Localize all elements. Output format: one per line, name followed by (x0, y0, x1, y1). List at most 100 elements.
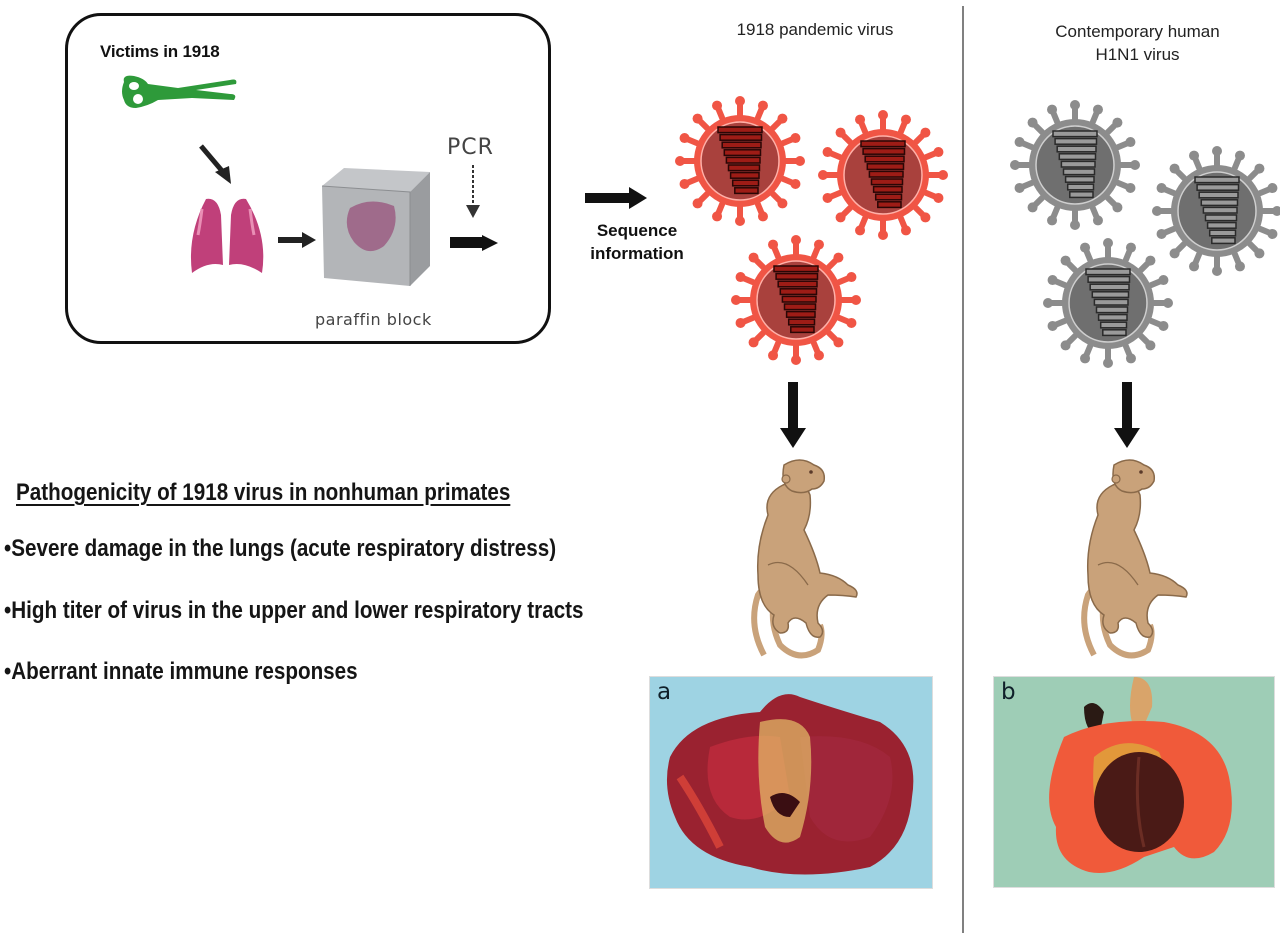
right-arrow-icon (278, 232, 316, 248)
lung-specimen-a-image (666, 694, 914, 875)
virus-spike-tip (1145, 255, 1156, 266)
contemporary-virus-icon (1043, 238, 1173, 368)
virus-rna-segment (719, 133, 763, 141)
virus-rna-segment (1085, 268, 1131, 276)
virus-spike-tip (822, 147, 833, 158)
virus-rna-segment (1204, 214, 1238, 222)
pandemic-virus-icon (675, 96, 805, 226)
down-arrow-icon (780, 382, 806, 448)
virus-spike-tip (1125, 182, 1136, 193)
virus-spike-tip (1212, 146, 1222, 156)
victim-figure-icon (122, 75, 237, 108)
virus-spike-tip (822, 192, 833, 203)
virus-spike-tip (1234, 150, 1245, 161)
monkey-body (756, 481, 858, 638)
virus-spike-tip (1158, 275, 1169, 286)
virus-rna-segment (1095, 306, 1129, 314)
pandemic-virus-icon (731, 235, 861, 365)
virus-spike-tip (835, 212, 846, 223)
virus-rna-segment (866, 163, 905, 171)
virus-spike-tip (1070, 220, 1080, 230)
virus-spike-tip (1234, 261, 1245, 272)
virus-rna-segment (1093, 298, 1129, 306)
virus-spike-tip (1169, 248, 1180, 259)
virus-spike-tip (818, 170, 828, 180)
virus-rna-segment (785, 310, 816, 318)
virus-rna-segment (1198, 191, 1239, 199)
monkey-icon (1081, 459, 1188, 659)
virus-spike-tip (1152, 206, 1162, 216)
virus-spike-tip (878, 110, 888, 120)
photo-lungs-h1n1: b (993, 676, 1275, 888)
photo-label-b: b (1001, 679, 1016, 705)
virus-rna-segment (1200, 199, 1239, 207)
virus-spike-tip (1272, 206, 1280, 216)
virus-spike-tip (1080, 242, 1091, 253)
virus-rna-segment (862, 147, 906, 155)
virus-spike-tip (1254, 163, 1265, 174)
virus-spike-tip (833, 252, 844, 263)
virus-rna-segment (1099, 321, 1128, 329)
virus-rna-segment (1066, 183, 1095, 191)
virus-spike-tip (790, 178, 801, 189)
virus-spike-tip (757, 211, 768, 222)
virus-spike-tip (1027, 202, 1038, 213)
finding-bullet: •High titer of virus in the upper and lo… (4, 597, 584, 624)
virus-spike-tip (1156, 183, 1167, 194)
virus-spike-tip (1010, 160, 1020, 170)
sequence-information-label: Sequence information (582, 219, 692, 265)
virus-rna-segment (1102, 329, 1127, 337)
sequence-label-line2: information (590, 244, 684, 263)
contemporary-virus-title: Contemporary human H1N1 virus (1000, 20, 1275, 66)
virus-rna-segment (860, 140, 906, 148)
virus-spike-tip (1047, 215, 1058, 226)
sequence-arrow-icon (585, 187, 647, 209)
virus-rna-segment (734, 187, 759, 195)
virus-spike-tip (851, 295, 861, 305)
virus-spike-tip (1169, 163, 1180, 174)
finding-bullet: •Aberrant innate immune responses (4, 658, 358, 685)
paraffin-block-label: paraffin block (315, 310, 432, 329)
virus-spike-tip (679, 133, 690, 144)
monkey-body (1086, 481, 1188, 638)
virus-spike-tip (795, 156, 805, 166)
virus-rna-segment (1064, 175, 1095, 183)
virus-rna-segment (870, 178, 904, 186)
virus-spike-tip (933, 192, 944, 203)
virus-spike-tip (846, 272, 857, 283)
virus-spike-tip (855, 114, 866, 125)
virus-spike-tip (1060, 340, 1071, 351)
virus-rna-segment (1054, 137, 1098, 145)
virus-rna-segment (874, 193, 903, 201)
virus-spike-tip (757, 100, 768, 111)
virus-spike-tip (675, 156, 685, 166)
workflow-box (65, 13, 551, 344)
virus-spike-tip (1254, 248, 1265, 259)
virus-rna-segment (775, 272, 819, 280)
virus-spike-tip (1189, 261, 1200, 272)
virus-spike-tip (1092, 104, 1103, 115)
virus-spike-tip (900, 225, 911, 236)
virus-spike-tip (1103, 238, 1113, 248)
pandemic-virus-title: 1918 pandemic virus (736, 20, 894, 39)
virus-spike-tip (1189, 150, 1200, 161)
virus-spike-tip (1014, 137, 1025, 148)
photo-lungs-1918: a (649, 676, 933, 889)
virus-rna-segment (723, 149, 762, 157)
virus-spike-tip (835, 127, 846, 138)
virus-rna-segment (777, 280, 818, 288)
virus-spike-tip (679, 178, 690, 189)
virus-spike-tip (1047, 320, 1058, 331)
virus-rna-segment (727, 164, 761, 172)
virus-rna-segment (1056, 145, 1097, 153)
monkey-ear (1111, 474, 1121, 484)
virus-rna-segment (1087, 275, 1131, 283)
virus-rna-segment (1052, 130, 1098, 138)
monkey-head (1112, 459, 1156, 494)
monkey-ear (781, 474, 791, 484)
diagonal-arrow-icon (199, 144, 231, 184)
virus-spike-tip (920, 127, 931, 138)
virus-rna-segment (781, 295, 817, 303)
virus-spike-tip (731, 295, 741, 305)
virus-rna-segment (1091, 291, 1130, 299)
